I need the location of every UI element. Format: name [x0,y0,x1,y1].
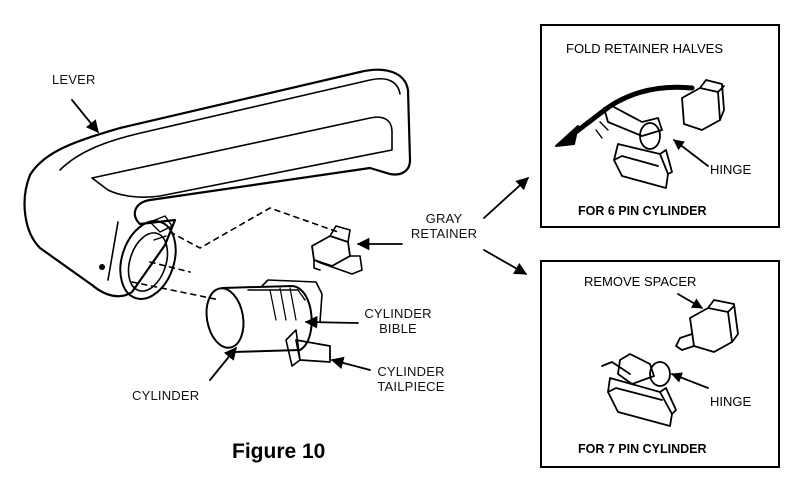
gray-retainer-part [311,225,363,275]
panel-7-pin-caption: FOR 7 PIN CYLINDER [578,442,707,456]
label-gray-retainer: GRAY RETAINER [410,211,478,241]
panel-7-pin: REMOVE SPACER HINGE FOR 7 P [540,260,780,468]
figure-caption: Figure 10 [232,440,326,463]
panel-6-pin-title: FOLD RETAINER HALVES [566,41,723,56]
label-cylinder-tailpiece: CYLINDER TAILPIECE [377,364,445,394]
panel-7-pin-hinge: HINGE [710,394,752,409]
label-cylinder: CYLINDER [132,388,200,403]
cylinder-part [205,279,331,367]
panel-6-pin-caption: FOR 6 PIN CYLINDER [578,204,707,218]
leader-arrows [71,99,529,381]
label-cylinder-bible: CYLINDER BIBLE [364,306,432,336]
panel-7-pin-illustration [601,293,739,427]
panel-7-pin-title: REMOVE SPACER [584,274,697,289]
alignment-dashes [131,207,339,301]
label-lever: LEVER [52,72,96,87]
panel-6-pin-illustration [555,79,725,189]
panel-6-pin: FOLD RETAINER HALVES HIN [540,24,780,228]
panel-6-pin-hinge: HINGE [710,162,752,177]
lever-part [23,68,412,300]
